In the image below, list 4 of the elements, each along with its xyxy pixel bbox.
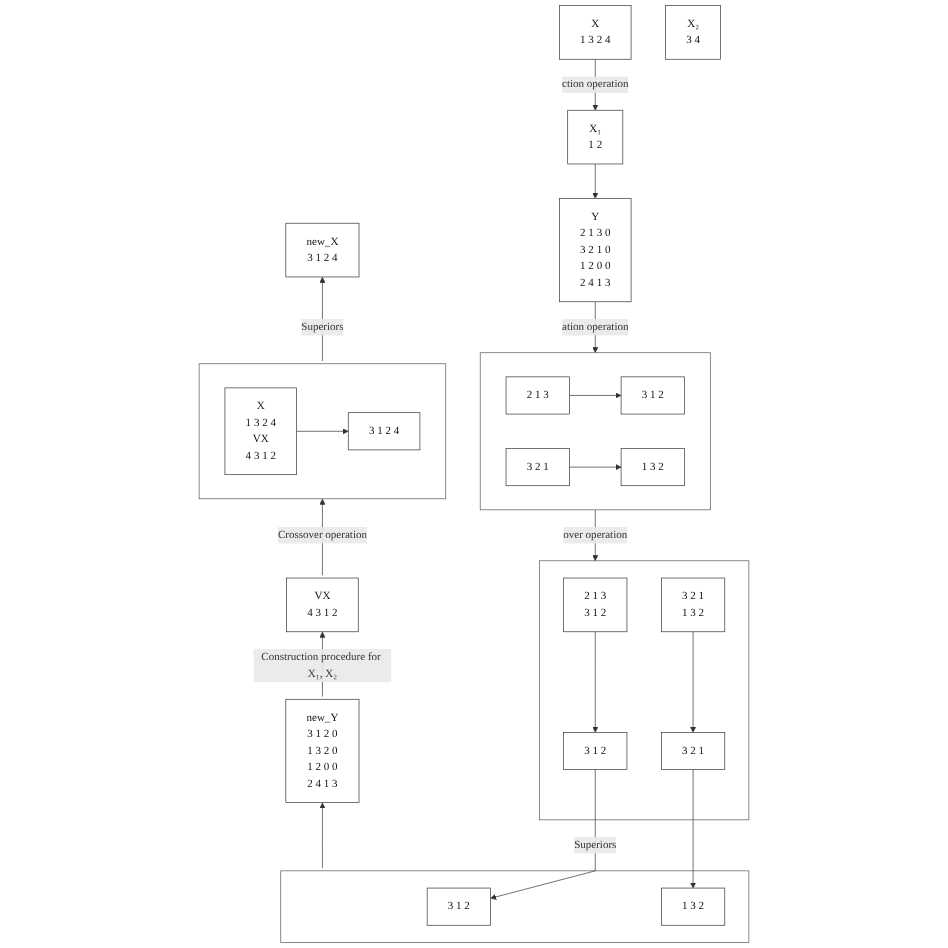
- cluster: [479, 352, 711, 511]
- cluster: [280, 870, 750, 943]
- cluster: [198, 363, 447, 500]
- cluster: [539, 560, 750, 821]
